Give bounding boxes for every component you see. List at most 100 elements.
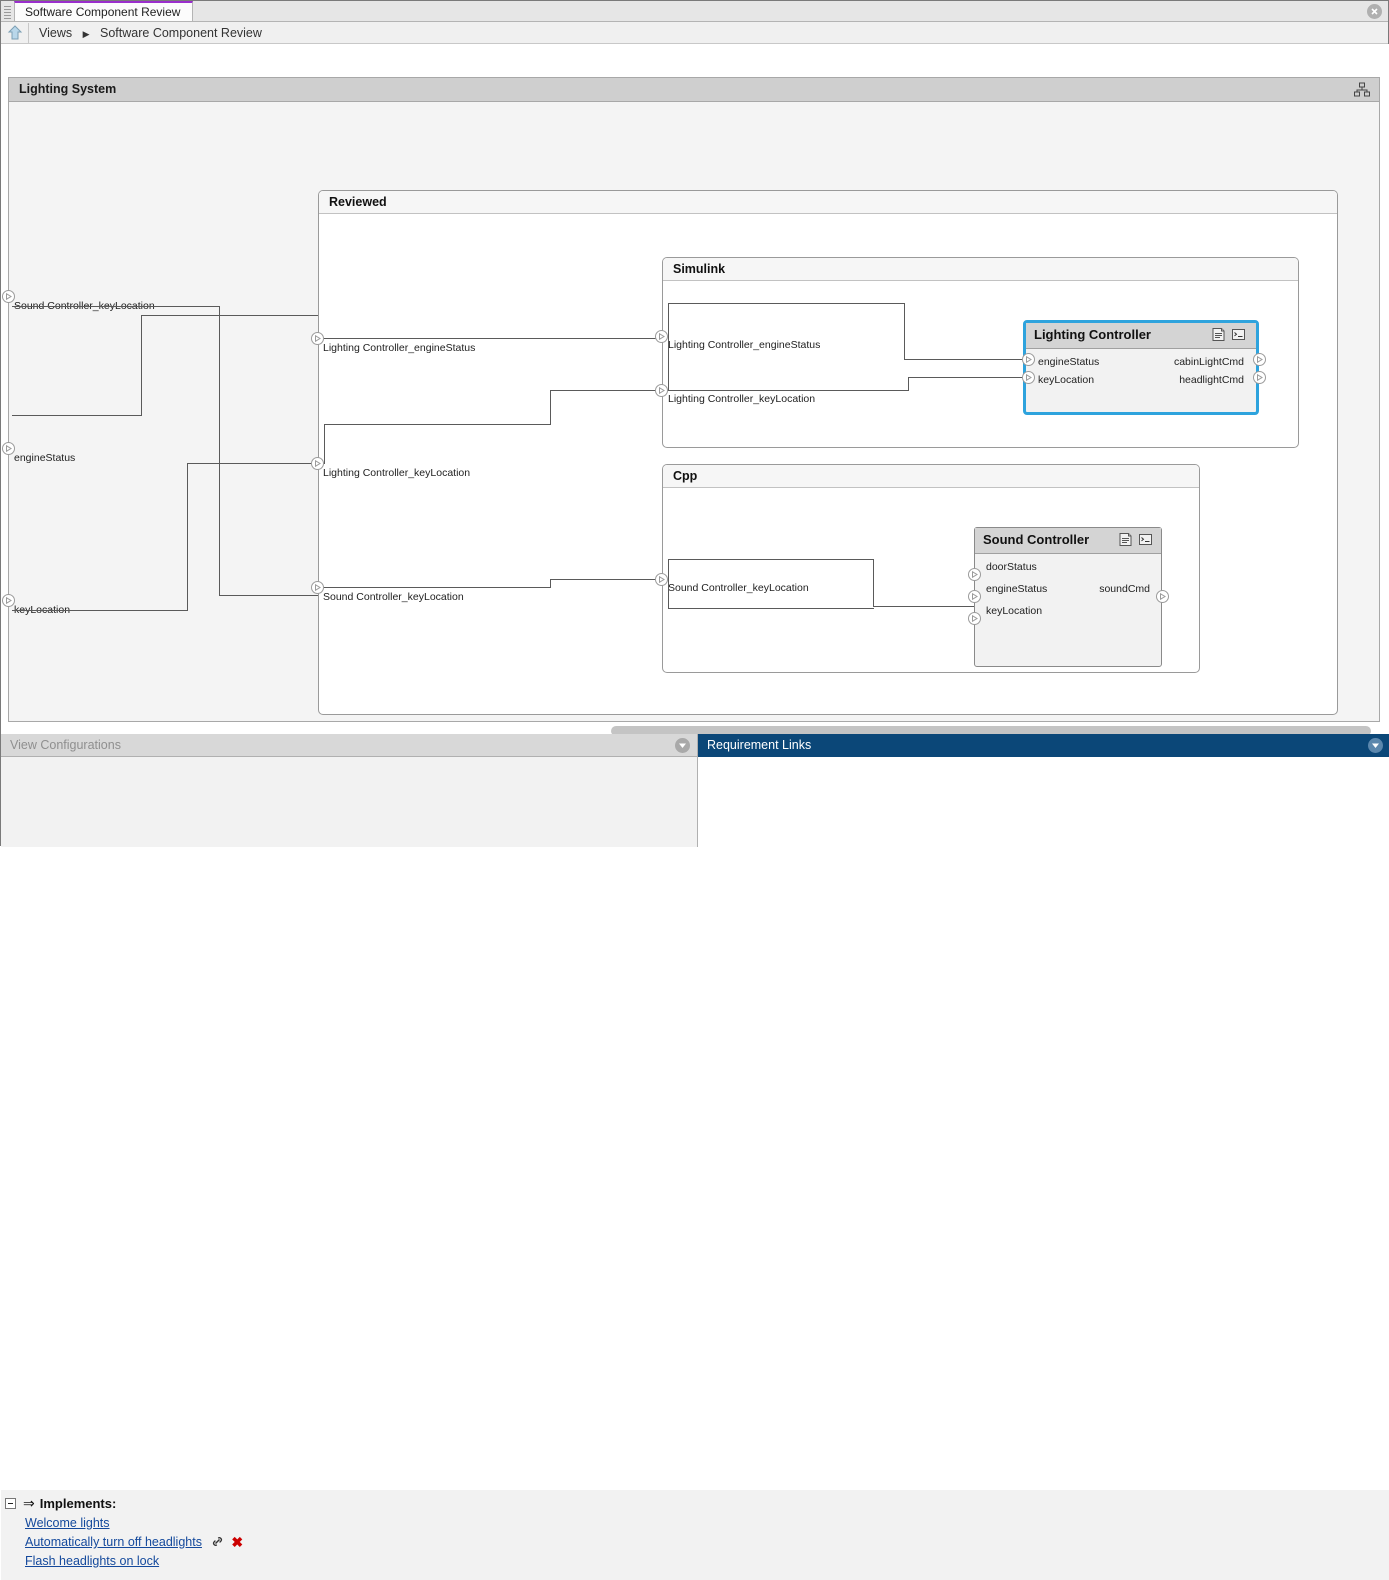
code-terminal-icon[interactable] [1138, 532, 1153, 547]
component-header: Lighting Controller [1026, 323, 1256, 349]
reviewed-title: Reviewed [329, 195, 387, 209]
breadcrumb-current[interactable]: Software Component Review [100, 26, 262, 40]
component-input-port-label: keyLocation [986, 605, 1043, 617]
tab-label: Software Component Review [25, 5, 181, 19]
breadcrumb: Views ▶ Software Component Review [34, 22, 267, 44]
simulink-header: Simulink [663, 258, 1298, 281]
cpp-header: Cpp [663, 465, 1199, 488]
component-port-keylocation[interactable] [968, 612, 981, 625]
component-name: Sound Controller [983, 532, 1090, 547]
interface-port-sound-controller-keylocation[interactable] [2, 290, 15, 303]
wire-segment [12, 415, 142, 416]
tree-expander-icon[interactable] [5, 1498, 16, 1509]
component-port-headlightcmd[interactable] [1253, 371, 1266, 384]
interface-port-enginestatus[interactable] [2, 442, 15, 455]
reviewed-port-lighting-controller-keylocation[interactable] [311, 457, 324, 470]
component-header: Sound Controller [975, 528, 1161, 554]
component-output-port-label: headlightCmd [1179, 374, 1244, 386]
wire-segment [668, 390, 909, 391]
simulink-port-lighting-controller-enginestatus[interactable] [655, 330, 668, 343]
wire-segment [12, 306, 219, 307]
wire-segment [550, 579, 663, 580]
requirement-link-welcome-lights[interactable]: Welcome lights [25, 1516, 110, 1530]
reviewed-port-label: Sound Controller_keyLocation [323, 591, 464, 603]
wire-segment [324, 587, 551, 588]
component-port-cabinlightcmd[interactable] [1253, 353, 1266, 366]
wire-segment [219, 595, 318, 596]
code-terminal-icon[interactable] [1231, 327, 1246, 342]
wire-segment [873, 559, 874, 607]
window-close-icon[interactable] [1367, 4, 1382, 19]
component-input-port-label: engineStatus [986, 583, 1048, 595]
component-sound-controller[interactable]: Sound Controller [974, 527, 1162, 667]
reviewed-port-sound-controller-keylocation[interactable] [311, 581, 324, 594]
interface-port-keylocation[interactable] [2, 594, 15, 607]
panel-requirement-links[interactable]: Requirement Links [698, 734, 1389, 847]
wire-segment [908, 377, 909, 391]
wire-segment [187, 463, 188, 611]
wire-segment [324, 424, 325, 464]
panel-title: View Configurations [10, 738, 121, 752]
tree-root-row[interactable]: ⇒Implements: [23, 1494, 116, 1512]
page-title: Lighting System [19, 82, 117, 96]
wire-segment [908, 377, 1028, 378]
document-icon[interactable] [1211, 327, 1226, 342]
implements-arrow-icon: ⇒ [23, 1495, 35, 1511]
component-hierarchy-icon[interactable] [1353, 81, 1371, 99]
lighting-system-canvas[interactable]: Lighting System Sound Controller_keyLoca… [2, 77, 1380, 722]
wire-segment [12, 610, 188, 611]
panel-close-icon[interactable] [675, 738, 690, 753]
panel-body [1, 757, 697, 847]
breadcrumb-views[interactable]: Views [39, 26, 73, 40]
component-port-soundcmd[interactable] [1156, 590, 1169, 603]
reviewed-port-label: Lighting Controller_keyLocation [323, 467, 471, 479]
cpp-port-sound-controller-keylocation[interactable] [655, 573, 668, 586]
document-icon[interactable] [1118, 532, 1133, 547]
wire-segment [219, 306, 220, 595]
cpp-title: Cpp [673, 469, 698, 483]
panel-view-configurations[interactable]: View Configurations [1, 734, 698, 847]
simulink-title: Simulink [673, 262, 726, 276]
component-port-enginestatus[interactable] [968, 590, 981, 603]
panel-header[interactable]: Requirement Links [698, 734, 1389, 757]
up-arrow-icon[interactable] [6, 24, 24, 42]
component-input-port-label: doorStatus [986, 561, 1037, 573]
wire-segment [550, 390, 551, 425]
bottom-dock: View Configurations Requirement Links ⇒I… [1, 734, 1389, 1580]
component-port-keylocation[interactable] [1022, 371, 1035, 384]
component-output-port-label: soundCmd [1099, 583, 1150, 595]
wire-segment [324, 338, 662, 339]
simulink-port-label: Lighting Controller_engineStatus [668, 339, 821, 351]
scrollbar-thumb[interactable] [611, 726, 1371, 736]
panel-header[interactable]: View Configurations [1, 734, 697, 757]
breadcrumb-separator-icon: ▶ [82, 29, 90, 39]
requirement-links-tree: ⇒Implements: Welcome lights Automaticall… [1, 1490, 1389, 1580]
drag-grip-icon[interactable] [3, 4, 12, 19]
component-input-port-label: engineStatus [1038, 356, 1100, 368]
requirement-link-flash-headlights-on-lock[interactable]: Flash headlights on lock [25, 1554, 160, 1568]
cpp-port-label: Sound Controller_keyLocation [668, 582, 809, 594]
tab-software-component-review[interactable]: Software Component Review [14, 1, 194, 21]
wire-segment [873, 606, 976, 607]
component-input-port-label: keyLocation [1038, 374, 1095, 386]
tab-strip: Software Component Review [1, 1, 1388, 22]
component-lighting-controller[interactable]: Lighting Controller [1023, 320, 1259, 415]
simulink-port-lighting-controller-keylocation[interactable] [655, 384, 668, 397]
requirement-link-automatically-turn-off-headlights[interactable]: Automatically turn off headlights [25, 1535, 202, 1549]
component-port-enginestatus[interactable] [1022, 353, 1035, 366]
wire-segment [668, 303, 669, 390]
system-header: Lighting System [9, 78, 1379, 102]
wire-segment [668, 303, 905, 304]
horizontal-scrollbar[interactable] [8, 725, 1380, 737]
wire-segment [550, 390, 662, 391]
delete-icon[interactable]: ✖ [231, 1534, 244, 1550]
wire-segment [141, 315, 142, 416]
component-port-doorstatus[interactable] [968, 568, 981, 581]
wire-segment [141, 315, 318, 316]
link-icon[interactable] [211, 1535, 224, 1548]
reviewed-port-lighting-controller-enginestatus[interactable] [311, 332, 324, 345]
simulink-port-label: Lighting Controller_keyLocation [668, 393, 816, 405]
requirement-link-actions: ✖ [211, 1534, 243, 1551]
panel-close-icon[interactable] [1368, 738, 1383, 753]
